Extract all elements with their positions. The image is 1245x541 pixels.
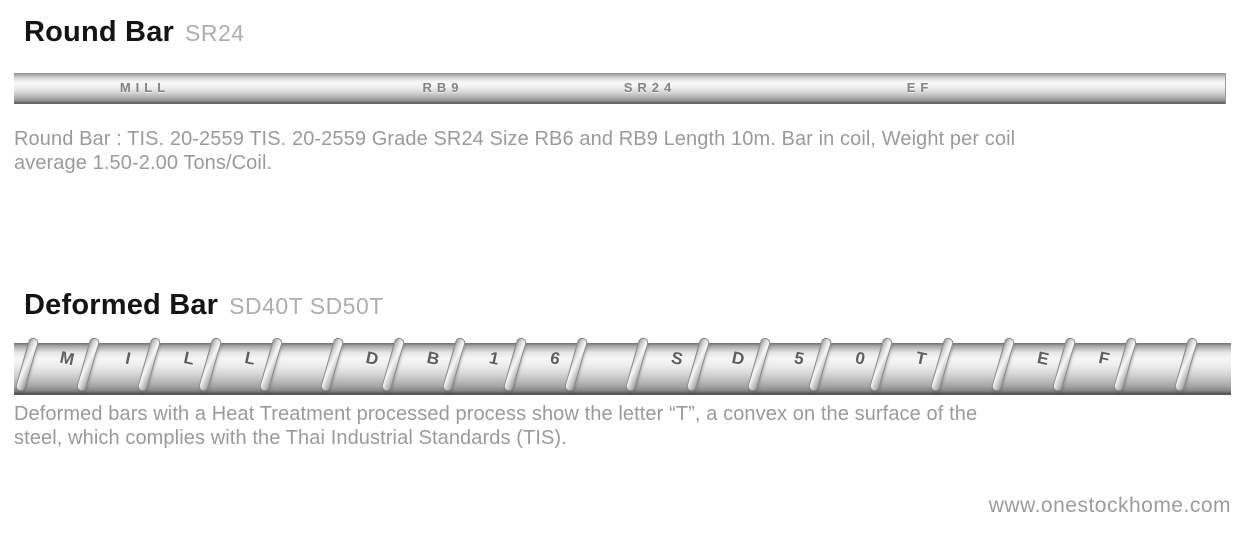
round-bar-title: Round Bar [24,16,175,48]
deformed-bar-grade-subtitle: SD40T SD50T [229,293,384,319]
round-bar-heading: Round Bar SR24 [24,16,245,49]
deformed-bar-heading: Deformed Bar SD40T SD50T [24,289,384,322]
round-bar-image: MILL RB9 SR24 EF [14,73,1226,104]
deformed-bar-title: Deformed Bar [24,289,219,321]
deformed-bar-description: Deformed bars with a Heat Treatment proc… [14,403,978,449]
round-bar-grade-subtitle: SR24 [185,20,245,46]
round-bar-marking: SR24 [623,80,677,95]
round-bar-marking: EF [906,80,934,95]
round-bar-marking: MILL [119,80,171,95]
round-bar-marking: RB9 [422,80,464,95]
round-bar-description: Round Bar : TIS. 20-2559 TIS. 20-2559 Gr… [14,128,1016,174]
website-url: www.onestockhome.com [988,494,1231,517]
